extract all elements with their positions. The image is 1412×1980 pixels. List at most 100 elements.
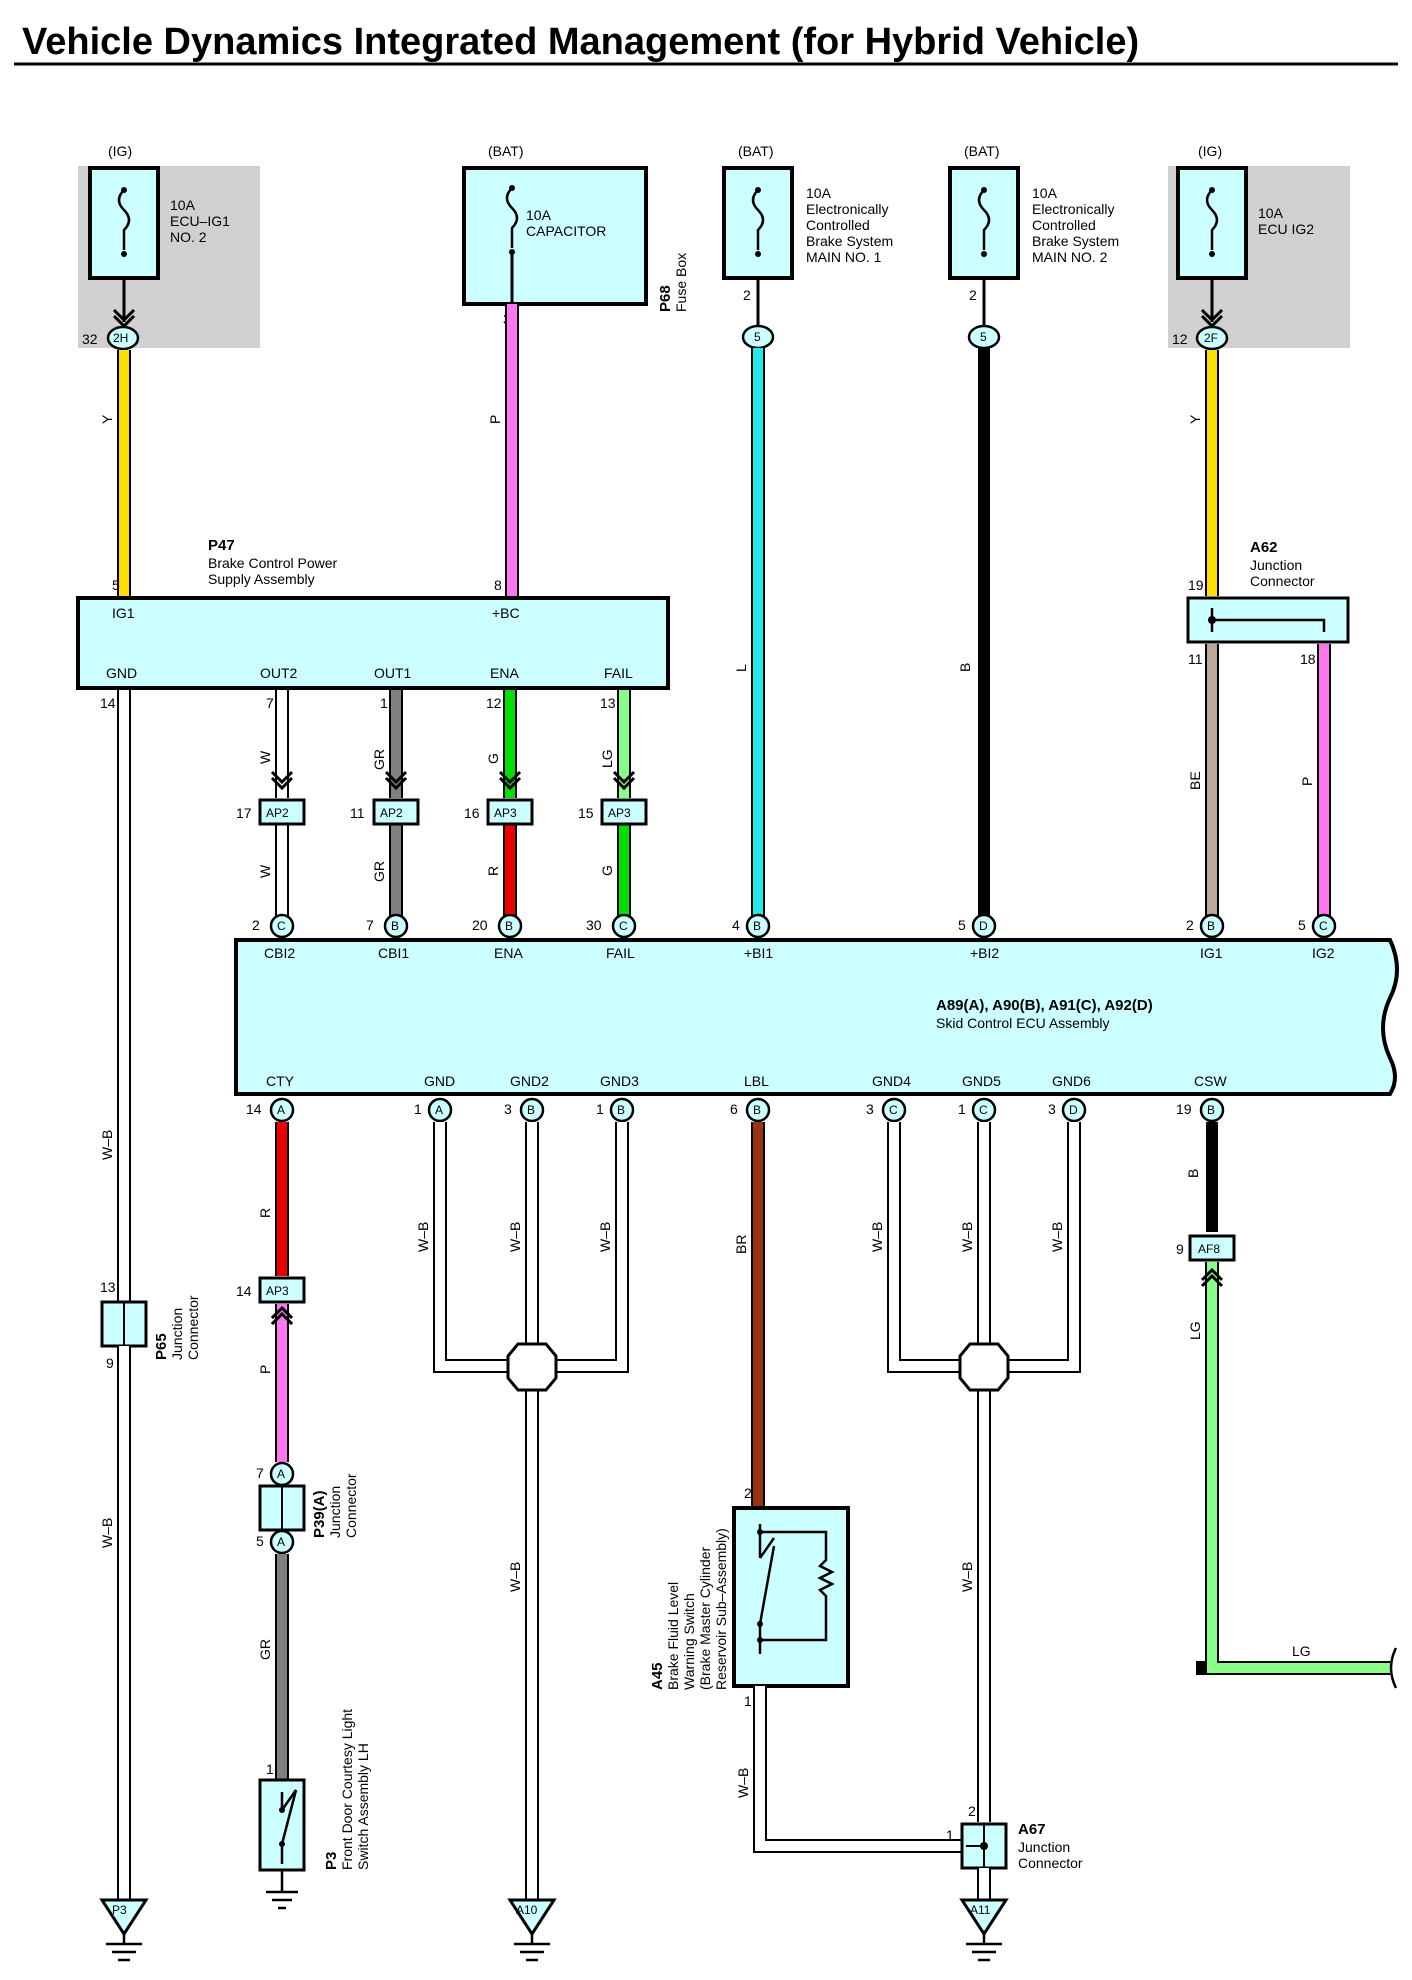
svg-text:IG1: IG1 (1200, 945, 1223, 961)
wire-a62-p: P (1299, 644, 1331, 916)
ecu-bottom-pin-gnd2: GND2 3 B (504, 1073, 549, 1123)
svg-text:W: W (257, 864, 273, 878)
wire-bi2-feed: B (957, 348, 990, 916)
ecu-top-pin-cbi2: 2 C CBI2 (252, 913, 295, 961)
svg-text:AP3: AP3 (494, 806, 517, 820)
junction-connector-p39: 7 A 5 A P39(A) Junction Connector (256, 1461, 359, 1555)
svg-text:B: B (505, 919, 513, 933)
pin-number: 5 (112, 577, 120, 593)
component-code: A89(A), A90(B), A91(C), A92(D) (936, 997, 1153, 1014)
fuse-rating: 10A (170, 197, 196, 213)
svg-text:A: A (277, 1467, 285, 1481)
ground-icon (266, 1870, 298, 1910)
svg-text:B: B (1207, 1103, 1215, 1117)
pin-label: FAIL (604, 665, 633, 681)
wire-out1: GR GR (371, 690, 408, 916)
component-code: P47 (208, 537, 235, 554)
wire-bi1-feed: L (733, 348, 765, 916)
svg-text:2: 2 (252, 917, 260, 933)
fuse-name: MAIN NO. 1 (806, 249, 882, 265)
svg-text:C: C (619, 919, 628, 933)
connector-code: AF8 (1198, 1242, 1220, 1256)
pin-number: 14 (236, 1283, 252, 1299)
svg-text:W–B: W–B (869, 1222, 885, 1252)
svg-text:B: B (753, 1103, 761, 1117)
wire-lbl: BR (733, 1122, 765, 1506)
svg-text:A10: A10 (516, 1903, 538, 1917)
fuse-rating: 10A (806, 185, 832, 201)
splice-icon (958, 1342, 1010, 1392)
wire-a45-out: W–B (735, 1686, 966, 1853)
svg-text:Fuse Box: Fuse Box (673, 253, 689, 312)
connector-arrow-icon (1200, 1267, 1224, 1288)
door-courtesy-switch-p3: 1 P3 Front Door Courtesy Light Switch As… (258, 1709, 371, 1910)
svg-text:W–B: W–B (507, 1562, 523, 1592)
svg-text:R: R (485, 866, 501, 876)
svg-text:7: 7 (256, 1465, 264, 1481)
pin-number: 19 (1188, 577, 1204, 593)
svg-text:B: B (617, 1103, 625, 1117)
ground-p3: P3 (99, 1898, 149, 1962)
svg-text:AP3: AP3 (608, 806, 631, 820)
fuse-ebs-main-no2: (BAT) 10A Electronically Controlled Brak… (948, 143, 1119, 350)
junction-connector-p65: 13 9 P65 Junction Connector (100, 1279, 201, 1371)
svg-text:Junction: Junction (1018, 1839, 1070, 1855)
svg-text:BE: BE (1187, 771, 1203, 790)
connector-code: 2H (113, 331, 128, 345)
svg-text:CSW: CSW (1194, 1073, 1227, 1089)
component-name: Skid Control ECU Assembly (936, 1015, 1110, 1031)
connector-code: 5 (754, 330, 761, 344)
svg-text:+BI1: +BI1 (744, 945, 773, 961)
pin-label: ENA (490, 665, 519, 681)
svg-text:11: 11 (350, 805, 365, 821)
svg-text:GND: GND (424, 1073, 455, 1089)
pin-label: OUT2 (260, 665, 298, 681)
fuse-name: Electronically (1032, 201, 1114, 217)
component-name: Junction (1250, 557, 1302, 573)
svg-text:Connector: Connector (343, 1473, 359, 1538)
wire-out2: W W (257, 690, 294, 916)
fuse-ecu-ig1-no2: (IG) 10A ECU–IG1 NO. 2 32 2H (78, 143, 260, 351)
ground-icon (514, 1934, 550, 1962)
svg-text:CBI2: CBI2 (264, 945, 295, 961)
fuse-source-label: (BAT) (488, 143, 524, 159)
svg-text:W–B: W–B (959, 1562, 975, 1592)
ecu-top-pin-ena: 20 B ENA (472, 913, 523, 961)
svg-text:BR: BR (733, 1235, 749, 1254)
ecu-bottom-pin-cty: CTY 14 A (246, 1073, 295, 1123)
svg-text:AP2: AP2 (380, 806, 403, 820)
svg-text:+BI2: +BI2 (970, 945, 999, 961)
svg-text:P3: P3 (112, 1903, 127, 1917)
fuse-source-label: (IG) (1198, 143, 1222, 159)
fuse-ecu-ig2: (IG) 10A ECU IG2 12 2F (1168, 143, 1350, 351)
fuse-rating: 10A (1258, 205, 1284, 221)
inline-connector-ap2-11: 11 AP2 (350, 798, 420, 826)
fuse-source-label: (BAT) (738, 143, 774, 159)
svg-text:G: G (485, 753, 501, 764)
ecu-top-pin-bi2: 5 D +BI2 (958, 913, 999, 961)
junction-connector-a62: A62 Junction Connector 19 11 18 (1186, 539, 1350, 667)
pin-number: 12 (486, 695, 502, 711)
svg-text:C: C (889, 1103, 898, 1117)
fuse-rating: 10A (1032, 185, 1058, 201)
svg-text:CBI1: CBI1 (378, 945, 409, 961)
ecu-bottom-pin-gnd4: GND4 3 C (866, 1073, 911, 1123)
pin-number: 2 (969, 287, 977, 303)
fuse-icon (117, 189, 131, 250)
component-code: A62 (1250, 539, 1278, 556)
ecu-bottom-pin-gnd3: GND3 1 B (596, 1073, 639, 1123)
svg-text:30: 30 (586, 917, 602, 933)
pin-number: 8 (494, 577, 502, 593)
svg-text:IG2: IG2 (1312, 945, 1335, 961)
pin-number: 18 (1300, 651, 1316, 667)
svg-text:1: 1 (266, 1761, 274, 1777)
fuse-name: CAPACITOR (526, 223, 606, 239)
svg-text:B: B (1185, 1169, 1201, 1178)
svg-text:GR: GR (371, 861, 387, 882)
component-name: Connector (1250, 573, 1315, 589)
svg-text:GND4: GND4 (872, 1073, 911, 1089)
ground-splice-2: W–B W–B W–B W–B (869, 1122, 1081, 1822)
svg-text:2: 2 (1186, 917, 1194, 933)
svg-text:3: 3 (866, 1101, 874, 1117)
fuse-name: NO. 2 (170, 229, 207, 245)
